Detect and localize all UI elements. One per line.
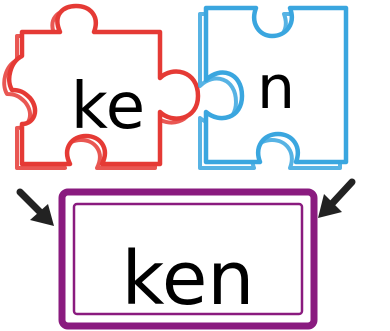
result-box-outer xyxy=(58,188,318,330)
result-box: ken xyxy=(58,188,318,330)
puzzle-piece-left: ke xyxy=(2,3,201,170)
result-word: ken xyxy=(122,236,255,322)
arrow-right-icon xyxy=(318,178,356,218)
puzzle-piece-right-label: n xyxy=(257,53,295,123)
result-box-inner xyxy=(72,202,304,316)
puzzle-piece-right: n xyxy=(198,5,349,170)
puzzle-piece-right-outline xyxy=(203,5,349,165)
arrow-left-icon xyxy=(16,188,54,226)
puzzle-piece-left-outline xyxy=(7,3,201,167)
puzzle-piece-left-label: ke xyxy=(71,70,145,144)
